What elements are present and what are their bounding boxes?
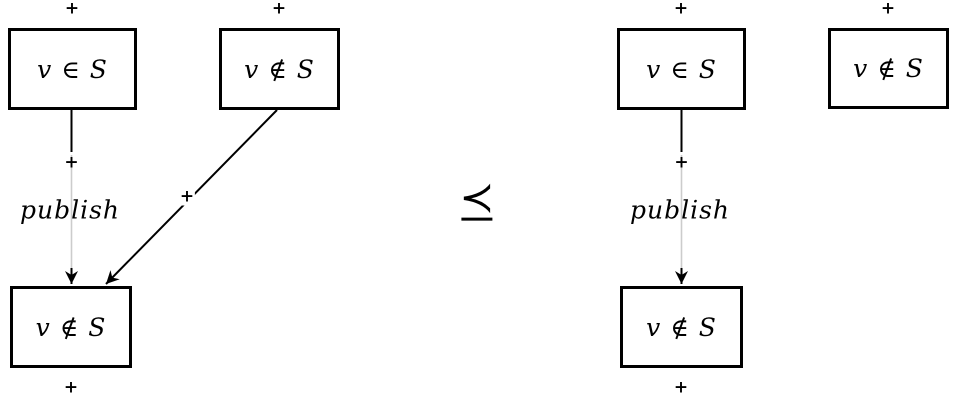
node-left-v-notin-s-bottom-label: v ∉ S [35, 312, 107, 342]
preceq-curve-glyph: ≺ [459, 172, 495, 222]
preceq-symbol: ≺ [459, 172, 495, 222]
right-publish-edge-label: publish [629, 195, 731, 225]
node-right-v-notin-s-bottom-label: v ∉ S [646, 312, 717, 342]
plus-mark-left-diagonal-edge: + [178, 186, 196, 207]
plus-mark-above-left-notin-box: + [271, 0, 287, 19]
node-right-v-in-s-label: v ∈ S [646, 54, 717, 84]
plus-mark-right-publish-edge: + [674, 152, 689, 173]
plus-mark-below-left-bottom-box: + [63, 377, 79, 398]
node-right-v-notin-s-bottom: v ∉ S [620, 286, 743, 368]
plus-mark-above-right-in-box: + [673, 0, 689, 19]
left-publish-edge-label: publish [19, 195, 121, 225]
node-left-v-notin-s-top: v ∉ S [219, 28, 340, 110]
plus-mark-above-right-notin-box: + [880, 0, 896, 19]
plus-mark-left-publish-edge: + [64, 152, 79, 173]
node-left-v-notin-s-bottom: v ∉ S [10, 286, 132, 368]
preceq-underline [461, 217, 493, 221]
node-right-v-notin-s-top-label: v ∉ S [853, 54, 924, 83]
plus-mark-below-right-bottom-box: + [673, 377, 689, 398]
plus-mark-above-left-in-box: + [64, 0, 80, 19]
node-left-v-notin-s-top-label: v ∉ S [244, 54, 315, 84]
node-right-v-notin-s-top: v ∉ S [828, 28, 949, 109]
node-left-v-in-s-label: v ∈ S [37, 54, 108, 84]
node-right-v-in-s: v ∈ S [617, 28, 746, 110]
node-left-v-in-s: v ∈ S [8, 28, 137, 110]
